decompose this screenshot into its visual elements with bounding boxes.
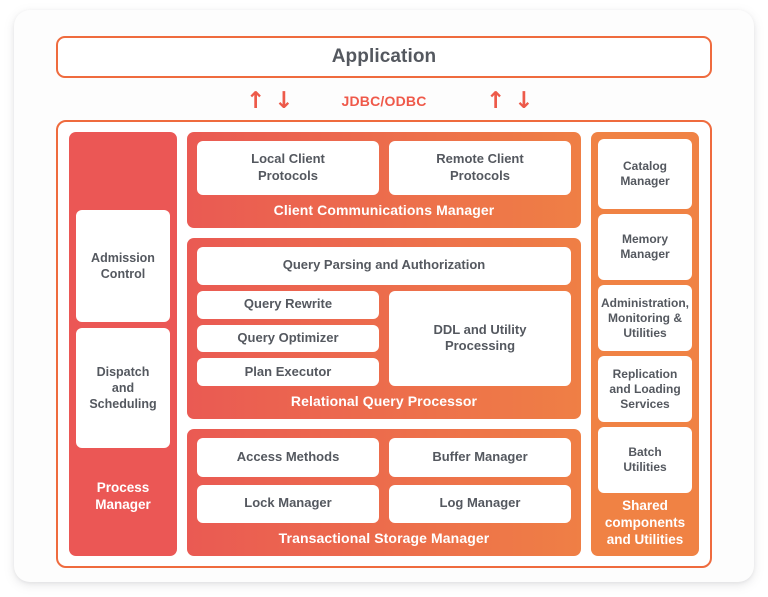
arrow-up-icon: ↑: [486, 87, 506, 114]
arrow-up-icon: ↑: [246, 87, 266, 114]
access-methods-box: Access Methods: [197, 438, 379, 477]
arrow-down-icon: ↓: [514, 87, 534, 114]
lock-manager-box: Lock Manager: [197, 484, 379, 523]
relational-query-processor-label: Relational Query Processor: [290, 393, 478, 410]
plan-executor-box: Plan Executor: [197, 358, 379, 387]
application-label: Application: [331, 46, 437, 67]
connector-arrows-right: ↑ ↓: [486, 86, 534, 116]
log-manager-box: Log Manager: [389, 484, 571, 523]
relational-query-processor-layer: Query Parsing and Authorization Query Re…: [187, 237, 581, 420]
query-parsing-and-authorization-box: Query Parsing and Authorization: [197, 246, 571, 285]
query-rewrite-box: Query Rewrite: [197, 290, 379, 319]
arrow-down-icon: ↓: [274, 87, 294, 114]
query-optimizer-box: Query Optimizer: [197, 324, 379, 353]
transactional-storage-manager-layer: Access Methods Buffer Manager Lock Manag…: [187, 429, 581, 556]
administration-monitoring-utilities-box: Administration,Monitoring &Utilities: [598, 285, 692, 351]
jdbc-odbc-label: JDBC/ODBC: [341, 93, 427, 109]
transactional-storage-manager-label: Transactional Storage Manager: [278, 530, 490, 546]
application-box: Application: [56, 36, 712, 78]
client-communications-manager-label: Client Communications Manager: [273, 201, 495, 218]
connector-row: JDBC/ODBC ↑ ↓ ↑ ↓: [56, 86, 712, 116]
buffer-manager-box: Buffer Manager: [389, 438, 571, 477]
connector-arrows-left: ↑ ↓: [246, 86, 294, 116]
